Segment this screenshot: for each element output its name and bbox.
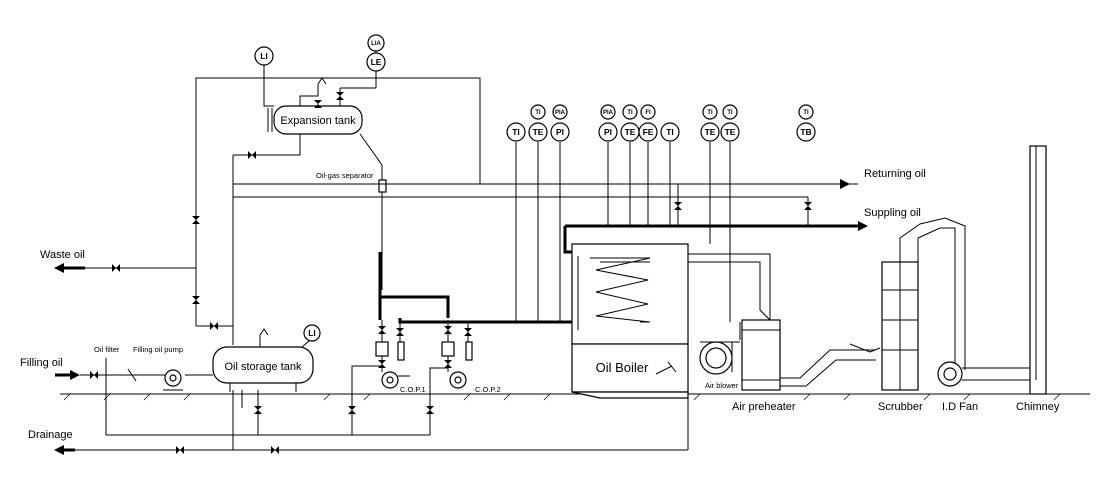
expansion-tank: Expansion tank: [267, 105, 363, 135]
oil-gas-separator-label: Oil-gas separator: [316, 171, 374, 180]
ti-top3-label: TI: [707, 110, 713, 116]
circulating-pump-2: C.O.P.2: [441, 320, 501, 394]
instrument-lia: LIA: [367, 34, 385, 52]
suppling-oil-label: Suppling oil: [864, 207, 921, 219]
te3-label: TE: [705, 127, 716, 137]
te2-label: TE: [625, 127, 636, 137]
drainage-label: Drainage: [28, 429, 73, 441]
pia2-label: PIA: [603, 110, 614, 116]
te4-label: TE: [725, 127, 736, 137]
suppling-oil-arrow: Suppling oil: [858, 207, 921, 231]
ti-top5-label: TI: [803, 110, 809, 116]
oil-storage-tank: Oil storage tank: [212, 328, 314, 392]
lia-label: LIA: [371, 41, 381, 47]
oil-filter-label: Oil filter: [94, 345, 120, 354]
pia1-label: PIA: [555, 110, 566, 116]
circulating-pump-1: C.O.P.1: [375, 320, 426, 394]
tb-label: TB: [800, 127, 811, 137]
scrubber: Scrubber: [878, 217, 966, 413]
flue-duct: [780, 343, 881, 387]
instrument-li-top: LI: [254, 46, 274, 66]
fi-label: FI: [645, 110, 651, 116]
air-preheater: Air preheater: [732, 253, 796, 413]
instrument-group-supply: TI TI TE PIA PI PIA PI TI TE FI FE TI TI…: [506, 104, 816, 322]
pi1-label: PI: [556, 127, 564, 137]
fe-label: FE: [643, 127, 654, 137]
cop1-label: C.O.P.1: [400, 385, 426, 394]
returning-oil-arrow: Returning oil: [840, 168, 926, 189]
chimney-label: Chimney: [1016, 401, 1060, 413]
instrument-li-storage: LI: [303, 324, 321, 342]
ti-top1-label: TI: [535, 110, 541, 116]
instrument-le: LE: [366, 52, 386, 72]
li-top-label: LI: [260, 51, 268, 61]
air-preheater-label: Air preheater: [732, 401, 796, 413]
scrubber-label: Scrubber: [878, 401, 923, 413]
oil-boiler: Oil Boiler: [571, 243, 740, 399]
filling-oil-label: Filling oil: [20, 357, 63, 369]
ti2-label: TI: [666, 127, 674, 137]
id-fan-label: I.D Fan: [942, 401, 978, 413]
ti-top4-label: TI: [727, 110, 733, 116]
pi2-label: PI: [604, 127, 612, 137]
expansion-tank-piping: [233, 65, 387, 290]
returning-oil-label: Returning oil: [864, 168, 926, 180]
filling-oil-pump: [163, 369, 183, 391]
filling-oil-pump-label: Filling oil pump: [133, 345, 183, 354]
expansion-tank-label: Expansion tank: [280, 115, 356, 127]
air-blower-label: Air blower: [705, 381, 739, 390]
misc-connections: [565, 251, 741, 340]
ti-top2-label: TI: [627, 110, 633, 116]
ti1-label: TI: [512, 127, 520, 137]
te1-label: TE: [533, 127, 544, 137]
cop2-label: C.O.P.2: [475, 385, 501, 394]
drainage-outlet: Drainage: [28, 429, 75, 455]
ground-line: [60, 393, 1090, 401]
oil-storage-tank-label: Oil storage tank: [224, 361, 302, 373]
air-blower: Air blower: [699, 341, 740, 390]
le-label: LE: [371, 57, 382, 67]
chimney: Chimney: [1016, 145, 1060, 413]
oil-boiler-label: Oil Boiler: [596, 360, 649, 375]
waste-oil-label: Waste oil: [40, 249, 85, 261]
filling-oil-inlet: Filling oil: [20, 357, 80, 380]
waste-oil-outlet: Waste oil: [40, 249, 85, 273]
li-storage-label: LI: [308, 328, 316, 338]
